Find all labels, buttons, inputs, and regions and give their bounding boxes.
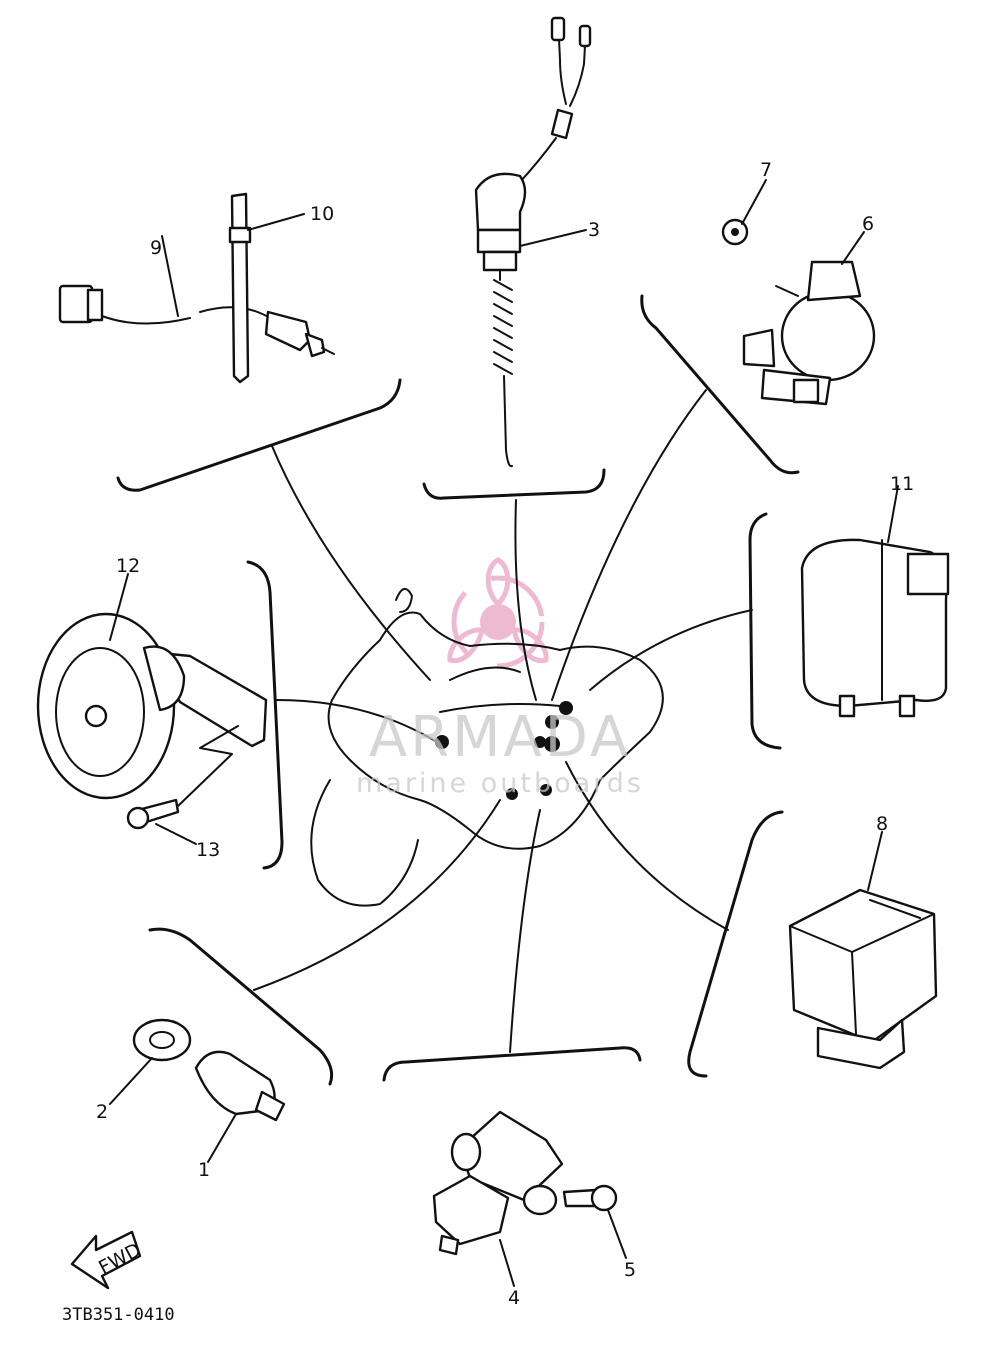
part-7-nut (721, 218, 749, 246)
part-4-sensor (432, 1110, 564, 1256)
mount-point (435, 735, 449, 749)
part-8-relay (788, 888, 938, 1070)
engine-detail (449, 666, 521, 681)
callout-10: 10 (310, 203, 334, 225)
leader-line (565, 761, 729, 931)
leader-line (271, 445, 431, 681)
callout-labels: 1 2 3 4 5 6 7 8 9 10 11 12 13 (96, 159, 914, 1309)
leader-line (551, 389, 707, 701)
engine-hook (395, 588, 413, 613)
bracket-frame-bottom-center (382, 1046, 642, 1082)
mount-point (534, 736, 546, 748)
bracket-frame-right-upper (748, 512, 782, 750)
leader-lines (253, 389, 753, 1053)
part-3-lanyard-switch (474, 16, 592, 468)
engine-detail (439, 703, 561, 713)
part-2-washer (132, 1018, 192, 1062)
callout-2: 2 (96, 1101, 108, 1123)
part-9-sensor-lead (58, 284, 335, 358)
callout-13: 13 (196, 839, 220, 861)
watermark-tagline: marine outboards (356, 768, 644, 799)
callout-6: 6 (862, 213, 874, 235)
mount-point (545, 715, 559, 729)
callout-3: 3 (588, 219, 600, 241)
bracket-frame-right-lower (687, 810, 784, 1078)
part-12-horn (36, 612, 268, 800)
bracket-frame-top-center (422, 468, 606, 500)
mount-point (559, 701, 573, 715)
leader-line (509, 809, 541, 1053)
callout-8: 8 (876, 813, 888, 835)
callout-1: 1 (198, 1159, 210, 1181)
bracket-frames (116, 294, 800, 1086)
engine-body (327, 611, 664, 850)
leader-line (514, 499, 537, 701)
part-6-solenoid (742, 260, 876, 406)
part-13-bolt (126, 725, 239, 830)
mount-point (506, 788, 518, 800)
leader-line (275, 699, 441, 745)
part-10-cable-tie (228, 192, 252, 384)
part-code: 3TB351-0410 (62, 1305, 175, 1325)
leader-line (589, 609, 753, 691)
callout-7: 7 (760, 159, 772, 181)
fwd-arrow-icon: FWD (70, 1230, 145, 1290)
watermark-logo (447, 557, 549, 669)
callout-5: 5 (624, 1259, 636, 1281)
callout-9: 9 (150, 237, 162, 259)
engine-outline (310, 588, 664, 907)
bracket-frame-bottom-left (148, 927, 334, 1086)
callout-4: 4 (508, 1287, 520, 1309)
callout-11: 11 (890, 473, 914, 495)
part-1-switch (194, 1050, 286, 1122)
watermark-brand: ARMADA (369, 705, 631, 770)
engine-lower-lobe (310, 779, 419, 907)
bracket-frame-top-left (116, 378, 402, 492)
leader-line (253, 799, 501, 991)
part-11-relay (800, 538, 950, 718)
bracket-frame-left (246, 560, 284, 870)
callout-12: 12 (116, 555, 140, 577)
part-5-screw (562, 1184, 618, 1212)
callout-leaders (109, 179, 899, 1287)
mount-point (540, 784, 552, 796)
mount-point (544, 736, 560, 752)
bracket-frame-top-right (640, 294, 800, 475)
